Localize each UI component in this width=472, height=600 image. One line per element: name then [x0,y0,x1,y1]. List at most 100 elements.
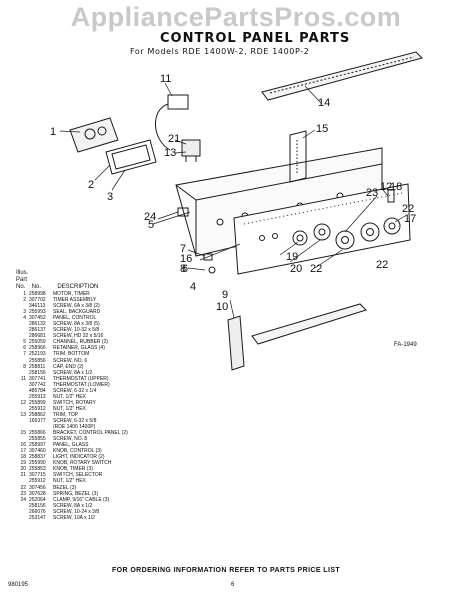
site-watermark: AppliancePartsPros.com [70,2,402,32]
part-number: 255866 [29,430,46,437]
callout-14: 14 [318,97,330,109]
part-description: TRIM, BOTTOM [53,351,90,358]
figure-code: FA-1949 [394,342,417,348]
part-number: 266076 [29,508,46,515]
part-number: 255912 [29,478,46,485]
part-description: NUT, 1/2" HEX [53,393,86,400]
part-description: (RDE 1400 1400P) [53,424,96,431]
illus-number: 23 [20,490,26,497]
illus-number: 18 [20,454,26,461]
part-description: BEZEL (3) [53,484,77,491]
part-number: 255899 [29,399,46,406]
part-number: 255853 [29,466,46,473]
part-description: CHANNEL, RUBBER (2) [53,339,109,346]
part-number: 307742 [29,381,46,388]
part-number: 252064 [29,496,46,503]
callout-22a: 22 [402,203,414,215]
part-number: 307456 [29,484,46,491]
illus-number: 5 [23,339,26,346]
part-number: 253147 [29,514,46,521]
illus-number: 2 [23,297,26,304]
table-row: 165377 SCREW, 6-32 x 5/8 [16,418,166,424]
part-number: 255993 [29,309,46,316]
part-number: 307715 [29,472,46,479]
timer-assembly-part [69,117,119,153]
callout-2: 2 [88,179,94,191]
callout-10: 10 [216,301,228,313]
table-row: 255912 NUT, 1/2" HEX [16,478,166,484]
part-description: SCREW, 6-32 x 5/8 [53,417,97,424]
illus-number: 11 [20,375,26,382]
callout-8: 8 [180,263,186,275]
part-number: 258156 [29,369,46,376]
table-row: 346113 SCREW, 6A x 3/8 (2) [16,303,166,309]
callout-20: 20 [290,263,302,275]
part-description: SCREW, NO. 6 [53,357,88,364]
part-description: SPRING, BEZEL (3) [53,490,99,497]
part-description: KNOB, ROTARY SWITCH [53,460,112,467]
callout-21: 21 [168,133,180,145]
illus-number: 8 [23,363,26,370]
retainer-part [203,253,216,274]
callout-labels: 1 2 3 4 5 6 7 8 9 10 11 12 13 14 15 16 1… [50,73,417,348]
control-panel-bracket-part [289,130,307,183]
illus-number: 1 [23,291,26,297]
part-number: 165377 [29,417,46,424]
part-description: SEAL, BACKGUARD [53,309,101,316]
part-description: NUT, 1/2" HEX [53,478,86,485]
leader-lines [59,82,406,319]
illus-number: 3 [23,309,26,316]
table-header-row-2: No. No. DESCRIPTION [16,284,166,291]
part-number: 307741 [29,375,46,382]
timer-bezel-part [105,139,157,175]
part-description: SCREW, NO. 8 [53,436,88,443]
part-number: 258811 [29,363,46,370]
callout-9: 9 [222,289,228,301]
part-number: 307460 [29,448,46,455]
callout-12: 12 [380,181,392,193]
part-description: SCREW, 6A x 3/8 (2) [53,303,100,310]
part-description: PANEL, GLASS [53,442,89,449]
bottom-trim-part [251,303,367,345]
header-description: DESCRIPTION [57,284,99,290]
callout-19: 19 [286,251,298,263]
part-description: CLAMP, 9/16" CABLE (3) [53,496,110,503]
part-number: 307628 [29,490,46,497]
part-description: TIMER ASSEMBLY [53,297,97,304]
part-number: 255059 [29,339,46,346]
ordering-info-note: FOR ORDERING INFORMATION REFER TO PARTS … [112,567,341,574]
part-description: SCREW, 8A x 1/2 [53,369,93,376]
illus-number: 22 [20,484,26,491]
part-description: MOTOR, TIMER [53,291,90,297]
header-illus: Illus. Part [16,270,29,283]
part-number: 255856 [29,357,46,364]
part-number: 286137 [29,327,46,334]
callout-15: 15 [316,123,328,135]
illus-number: 16 [20,442,26,449]
part-description: SCREW, 8A x 1/2 [53,502,93,509]
illus-number: 12 [20,399,26,406]
part-number: 286681 [29,333,46,340]
part-number: 346113 [29,303,46,310]
illus-number: 21 [20,472,26,479]
